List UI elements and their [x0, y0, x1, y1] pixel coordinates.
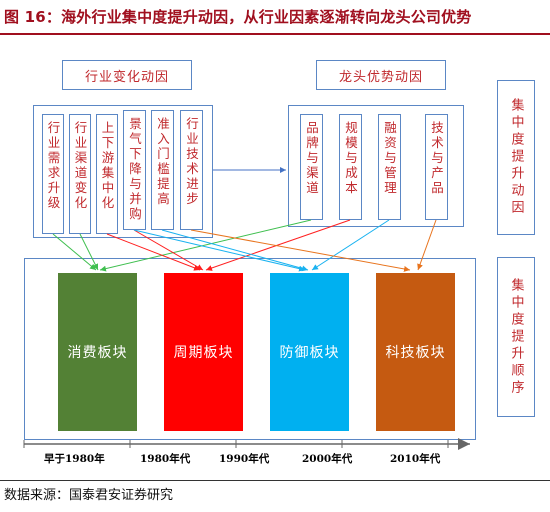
factor-brand-and-channel: 品牌与渠道 — [300, 114, 323, 220]
factor-tech-and-product: 技术与产品 — [425, 114, 448, 220]
side-label-drivers: 集中度提升动因 — [497, 80, 535, 235]
timeline-label-1990s: 1990年代 — [219, 453, 270, 465]
leader-factors-header: 龙头优势动因 — [316, 60, 446, 90]
footer-divider — [0, 480, 550, 481]
factor-downturn-and-ma: 景气下降与并购 — [123, 110, 146, 230]
factor-supply-chain-concentration: 上下游集中化 — [96, 114, 118, 234]
sector-cyclical: 周期板块 — [164, 273, 243, 431]
factor-industry-demand-upgrade: 行业需求升级 — [42, 114, 64, 234]
timeline-label-pre1980: 早于1980年 — [44, 453, 105, 465]
factor-financing-and-management: 融资与管理 — [378, 114, 401, 220]
factor-scale-and-cost: 规模与成本 — [339, 114, 362, 220]
timeline-label-2000s: 2000年代 — [302, 453, 353, 465]
timeline-label-2010s: 2010年代 — [390, 453, 441, 465]
factor-channel-change: 行业渠道变化 — [69, 114, 91, 234]
timeline-label-1980s: 1980年代 — [140, 453, 191, 465]
industry-factors-header: 行业变化动因 — [62, 60, 192, 90]
sector-consumer: 消费板块 — [58, 273, 137, 431]
figure-title: 图 16：海外行业集中度提升动因，从行业因素逐渐转向龙头公司优势 — [4, 8, 472, 26]
sector-tech: 科技板块 — [376, 273, 455, 431]
title-divider — [0, 33, 550, 35]
factor-entry-barrier: 准入门槛提高 — [151, 110, 174, 230]
factor-tech-progress: 行业技术进步 — [180, 110, 203, 230]
sector-defensive: 防御板块 — [270, 273, 349, 431]
source-note: 数据来源：国泰君安证券研究 — [4, 488, 174, 503]
side-label-sequence: 集中度提升顺序 — [497, 257, 535, 417]
